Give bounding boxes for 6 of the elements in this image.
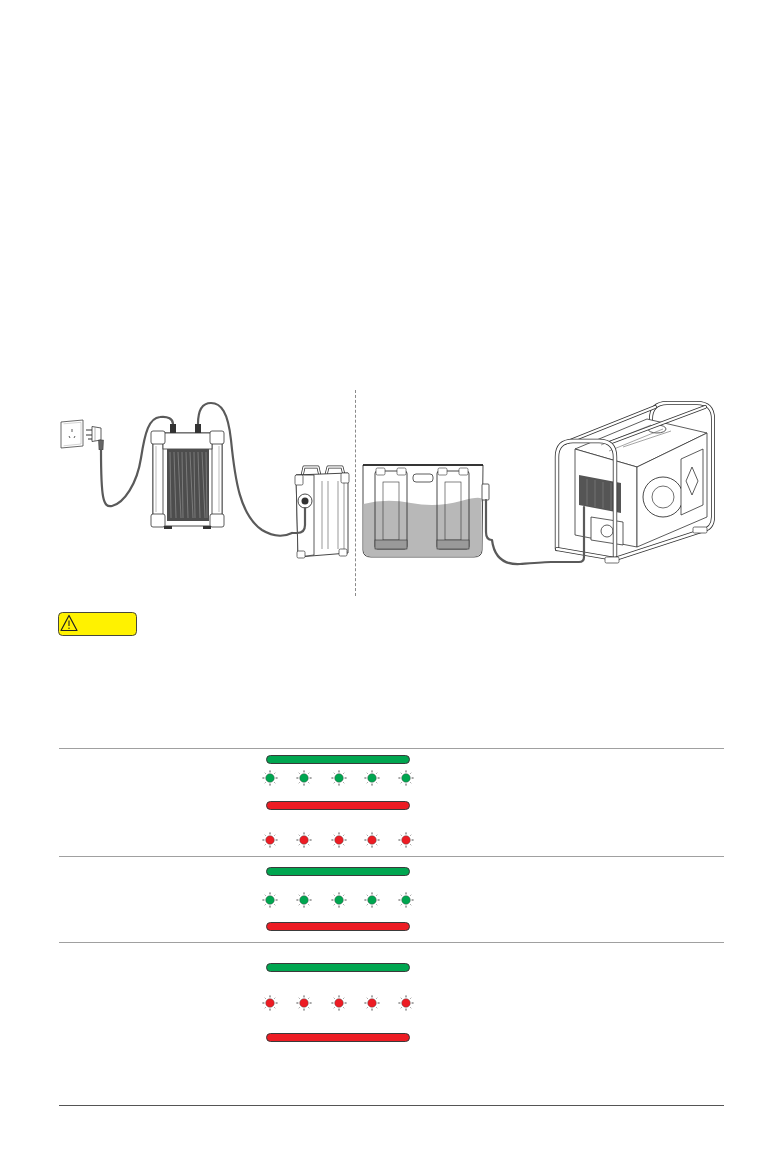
battery-picture <box>292 463 351 560</box>
cable <box>490 538 553 566</box>
charger-picture <box>150 424 225 530</box>
cable <box>99 415 175 508</box>
cable <box>196 401 294 537</box>
battery-tank-picture <box>361 462 492 558</box>
